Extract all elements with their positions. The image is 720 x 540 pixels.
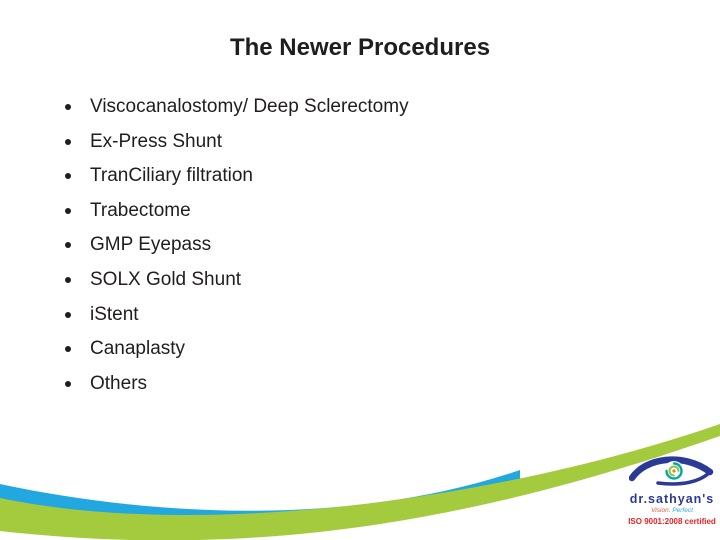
bullet-text: Viscocanalostomy/ Deep Sclerectomy: [90, 96, 409, 117]
bullet-text: Trabectome: [90, 199, 191, 221]
list-item: Viscocanalostomy/ Deep Sclerectomy: [64, 90, 690, 125]
bullet-icon: [65, 346, 71, 353]
bullet-text: GMP Eyepass: [90, 234, 212, 256]
logo-tagline-word2: Perfect: [672, 506, 693, 514]
list-item: iStent: [64, 298, 690, 333]
green-swoosh: [0, 424, 720, 540]
logo-tagline: Vision. Perfect: [618, 506, 720, 515]
list-item: Trabectome: [64, 194, 690, 229]
logo-tagline-word1: Vision.: [651, 506, 671, 514]
bullet-icon: [65, 207, 71, 214]
eye-icon: [629, 456, 714, 486]
logo-brand: dr.sathyan's: [629, 492, 715, 506]
list-item: SOLX Gold Shunt: [64, 263, 690, 298]
bullet-icon: [65, 380, 71, 387]
bullet-text: Ex-Press Shunt: [90, 130, 222, 152]
bullet-text: iStent: [90, 303, 139, 325]
bullet-text: Canaplasty: [90, 338, 186, 360]
bullet-icon: [65, 138, 71, 145]
bullet-text: Others: [90, 372, 148, 394]
list-item: Canaplasty: [64, 332, 690, 367]
bullet-text: SOLX Gold Shunt: [90, 268, 242, 290]
list-item: Others: [64, 367, 690, 402]
logo-certification: ISO 9001:2008 certified: [628, 517, 716, 526]
list-item: Ex-Press Shunt: [64, 125, 690, 160]
bullet-icon: [65, 173, 71, 180]
page-title: The Newer Procedures: [229, 34, 491, 61]
bullet-icon: [65, 104, 71, 110]
clinic-logo: dr.sathyan's Vision. Perfect ISO 9001:20…: [618, 452, 720, 526]
list-item: GMP Eyepass: [64, 228, 690, 263]
bullet-icon: [65, 242, 71, 249]
bullet-list: Viscocanalostomy/ Deep Sclerectomy Ex-Pr…: [64, 90, 690, 401]
bullet-text: TranCiliary filtration: [90, 165, 253, 187]
swoosh-decoration: [0, 424, 720, 540]
list-item: TranCiliary filtration: [64, 159, 690, 194]
bullet-icon: [65, 276, 71, 283]
bullet-icon: [65, 311, 71, 318]
